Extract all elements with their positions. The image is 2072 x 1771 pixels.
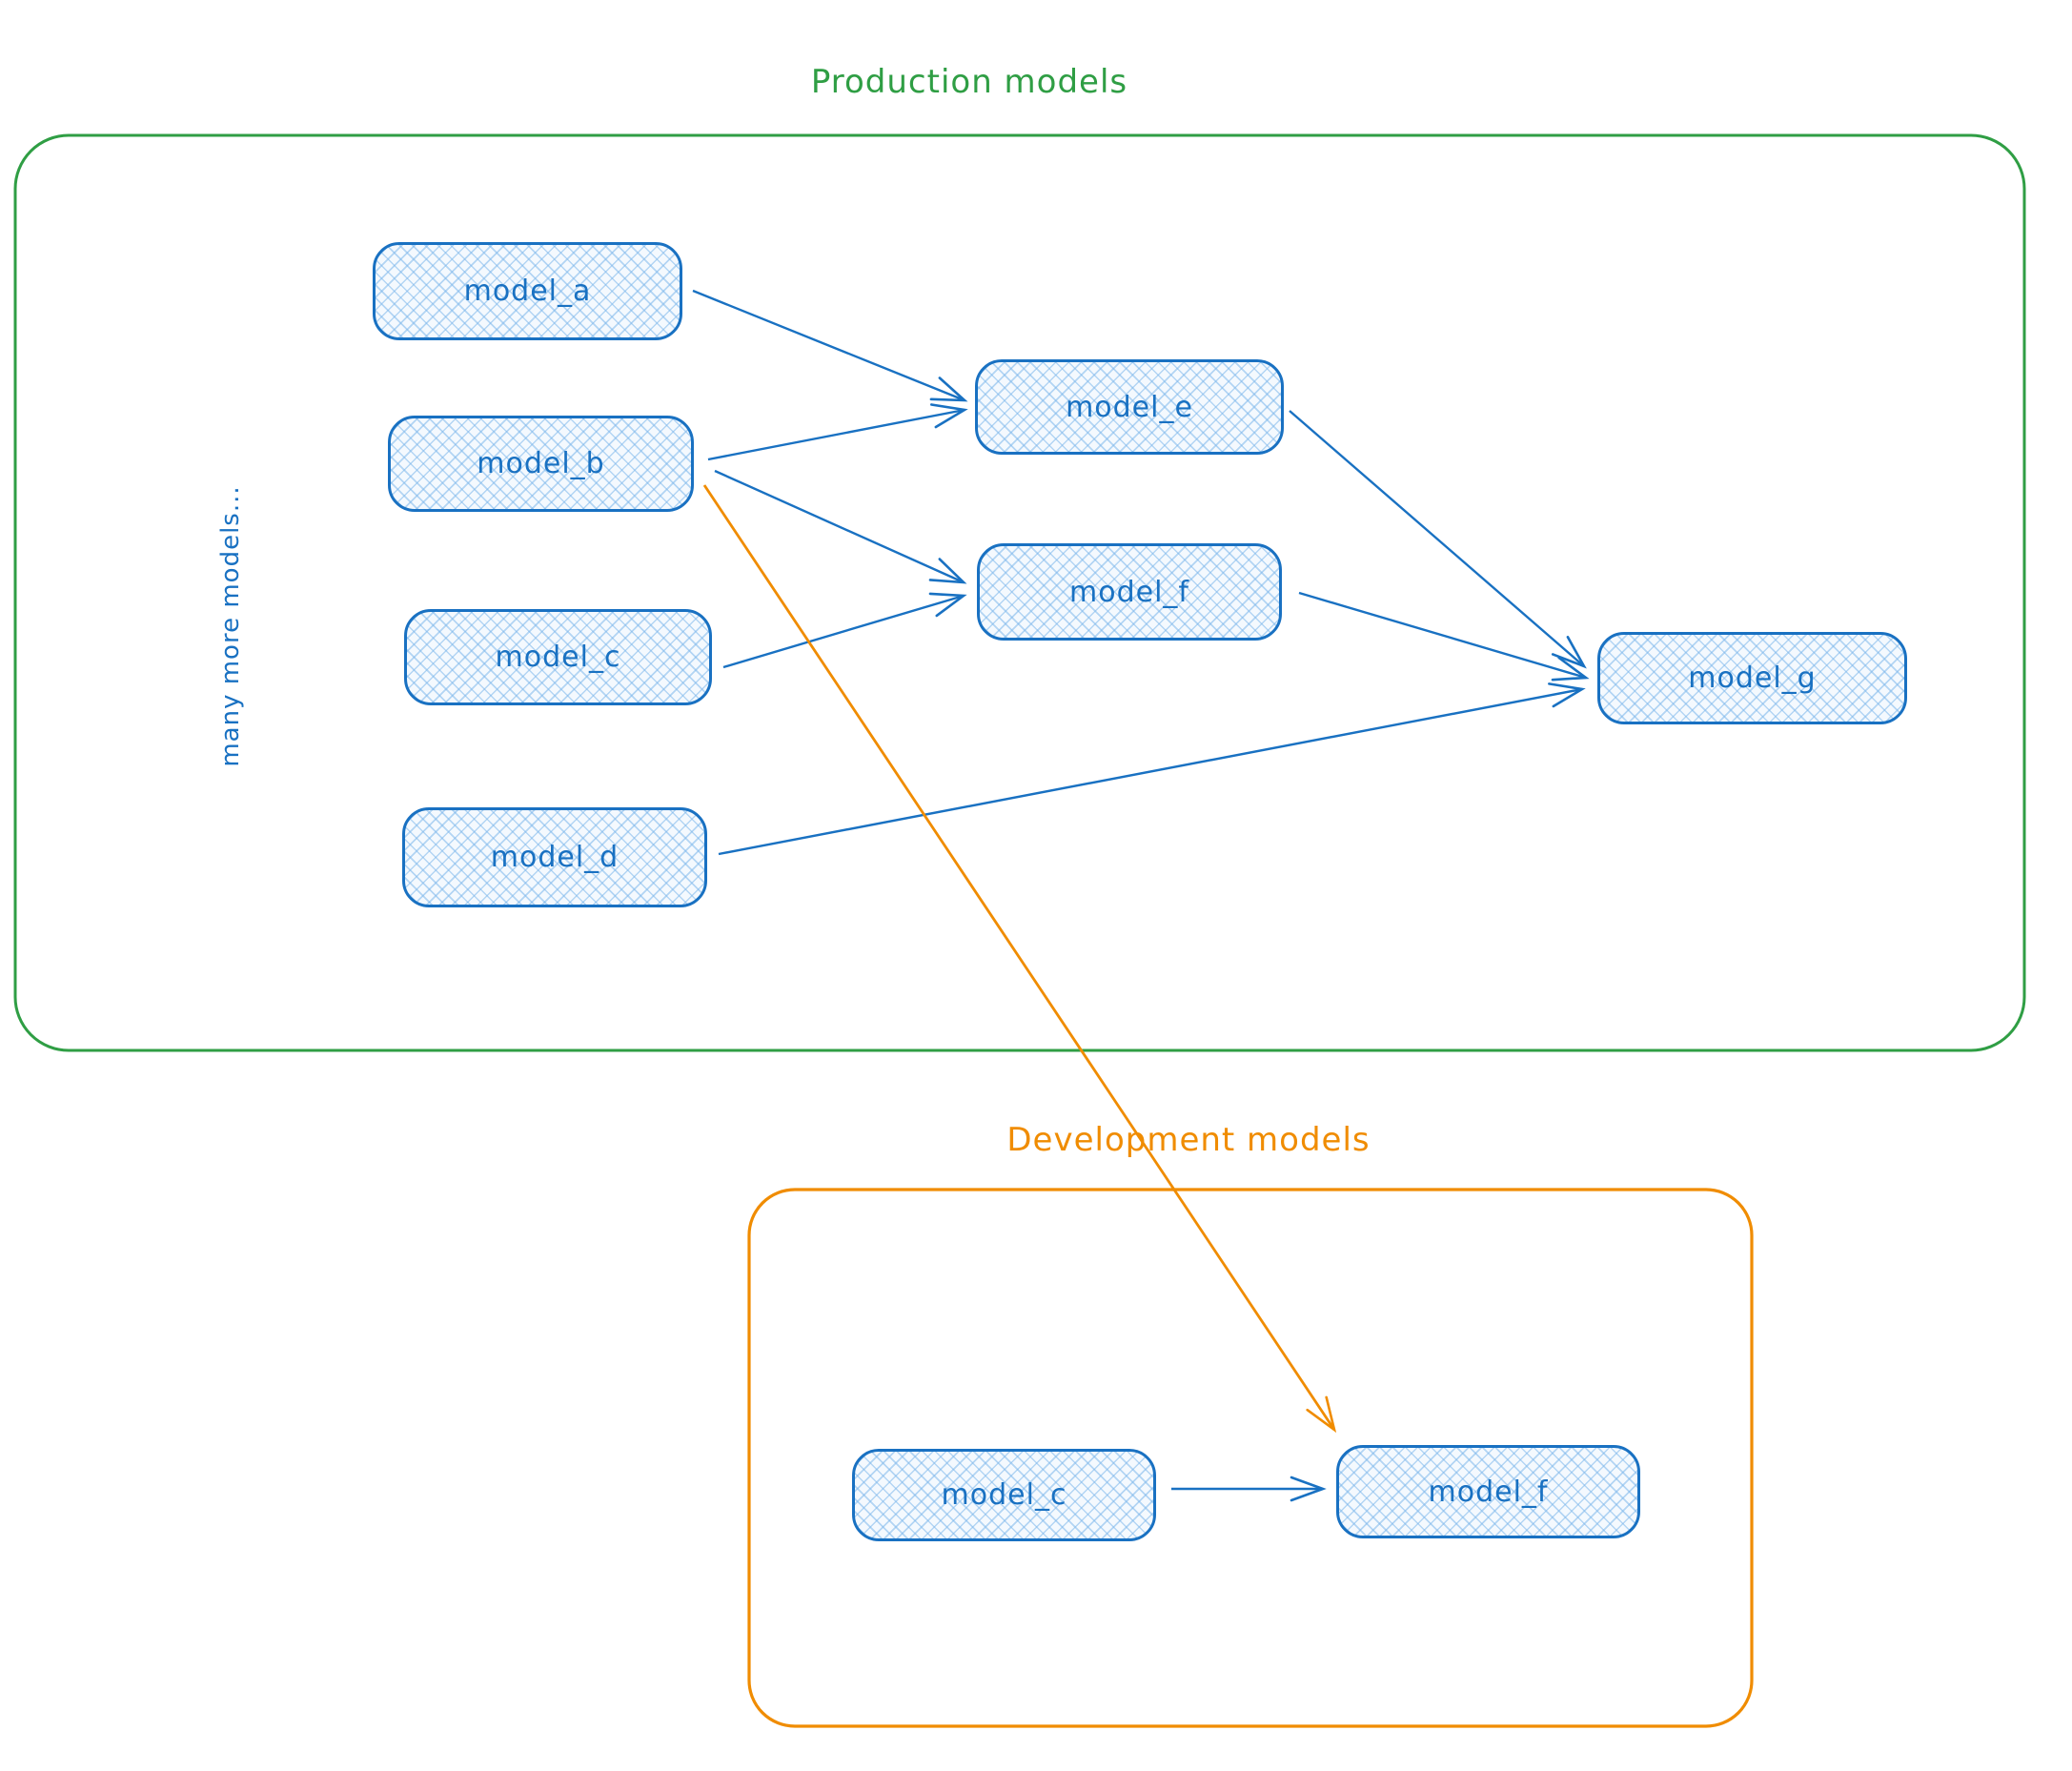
node-model_e: model_e	[975, 359, 1284, 455]
node-label: model_b	[477, 447, 605, 480]
node-dev-model_f: model_f	[1336, 1445, 1640, 1538]
edge-model_f-model_g	[1298, 591, 1590, 682]
edge-model_b-dev_model_f-orange	[702, 484, 1337, 1434]
node-label: model_c	[495, 641, 621, 674]
node-label: model_g	[1688, 662, 1817, 695]
edge-model_d-model_g	[718, 682, 1586, 856]
node-model_a: model_a	[373, 242, 682, 340]
node-model_g: model_g	[1597, 632, 1907, 724]
node-dev-model_c: model_c	[852, 1449, 1156, 1541]
edge-model_a-model_e	[692, 289, 968, 402]
edge-model_b-model_f	[714, 469, 967, 584]
node-model_b: model_b	[388, 416, 694, 512]
node-label: model_d	[490, 841, 620, 874]
edge-model_e-model_g	[1289, 410, 1587, 669]
development-frame	[747, 1188, 1754, 1728]
development-title: Development models	[1006, 1121, 1371, 1159]
node-label: model_a	[463, 275, 592, 308]
node-model_d: model_d	[402, 807, 707, 907]
node-label: model_f	[1428, 1475, 1549, 1509]
edge-model_b-model_e	[707, 403, 968, 461]
production-title: Production models	[810, 63, 1128, 101]
node-label: model_e	[1066, 390, 1193, 424]
node-label: model_f	[1069, 575, 1189, 609]
node-model_f: model_f	[977, 543, 1282, 641]
edge-model_c-model_f	[722, 592, 967, 669]
node-label: model_c	[941, 1478, 1067, 1512]
many-more-models-label: many more models...	[216, 485, 245, 767]
node-model_c: model_c	[404, 609, 712, 705]
production-frame	[13, 133, 2026, 1052]
